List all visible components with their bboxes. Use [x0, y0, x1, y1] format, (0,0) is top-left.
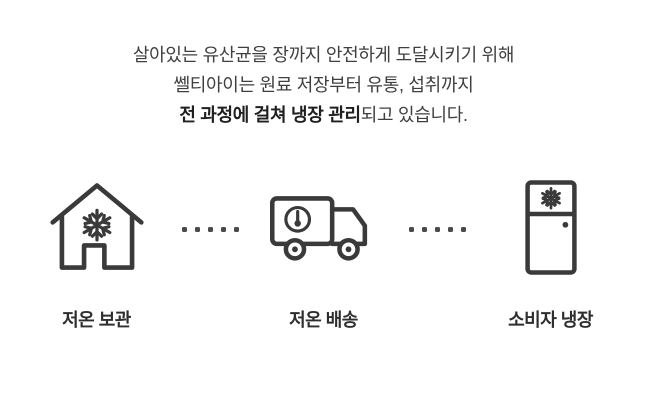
- dot: [194, 226, 200, 232]
- step-consumer-refrigeration: 소비자 냉장: [472, 174, 630, 332]
- intro-line-3-bold: 전 과정에 걸쳐 냉장 관리: [179, 105, 361, 125]
- dot: [181, 226, 187, 232]
- step-cold-storage: 저온 보관: [18, 174, 176, 332]
- step-cold-delivery: 저온 배송: [245, 174, 403, 332]
- fridge-snowflake-icon: [506, 174, 596, 280]
- intro-text: 살아있는 유산균을 장까지 안전하게 도달시키기 위해 쎌티아이는 원료 저장부…: [0, 40, 647, 130]
- step-label-cold-delivery: 저온 배송: [289, 310, 358, 330]
- intro-line-3-rest: 되고 있습니다.: [360, 105, 468, 125]
- truck-thermometer-icon: [265, 174, 383, 280]
- intro-line-3: 전 과정에 걸쳐 냉장 관리되고 있습니다.: [0, 100, 647, 130]
- cold-chain-steps: 저온 보관: [0, 174, 647, 332]
- house-snowflake-icon: [46, 174, 148, 280]
- dot: [421, 226, 427, 232]
- dot: [460, 226, 466, 232]
- dot: [220, 226, 226, 232]
- dot: [408, 226, 414, 232]
- dot: [434, 226, 440, 232]
- step-label-consumer-refrigeration: 소비자 냉장: [508, 310, 593, 330]
- dotted-connector-2: [408, 226, 466, 232]
- dot: [447, 226, 453, 232]
- intro-line-1: 살아있는 유산균을 장까지 안전하게 도달시키기 위해: [132, 45, 515, 65]
- intro-line-2: 쎌티아이는 원료 저장부터 유통, 섭취까지: [173, 75, 474, 95]
- dot: [233, 226, 239, 232]
- dot: [207, 226, 213, 232]
- dotted-connector-1: [181, 226, 239, 232]
- step-label-cold-storage: 저온 보관: [62, 310, 131, 330]
